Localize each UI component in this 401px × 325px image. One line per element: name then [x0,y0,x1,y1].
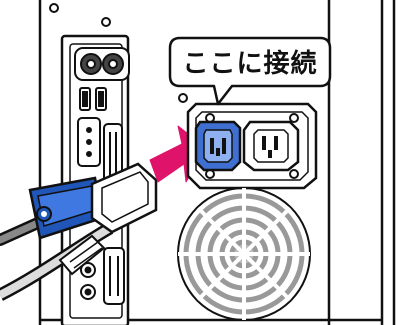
vga-cable [0,176,104,246]
ac-outlet-icon [242,120,300,172]
screw-icon [49,3,59,13]
screw-icon [178,93,188,103]
callout-label: ここに接続 [182,48,318,79]
screw-icon [289,113,299,123]
game-port [103,247,125,305]
screw-icon [101,17,111,27]
usb-ports [79,87,107,111]
power-plug [90,162,158,234]
ac-inlet-icon [194,120,242,172]
serial-port [77,117,101,167]
callout-bubble [168,36,332,106]
screw-icon [289,169,299,179]
power-cord [0,222,114,301]
fan-vent-icon [177,187,311,321]
ps2-ports [74,47,130,81]
